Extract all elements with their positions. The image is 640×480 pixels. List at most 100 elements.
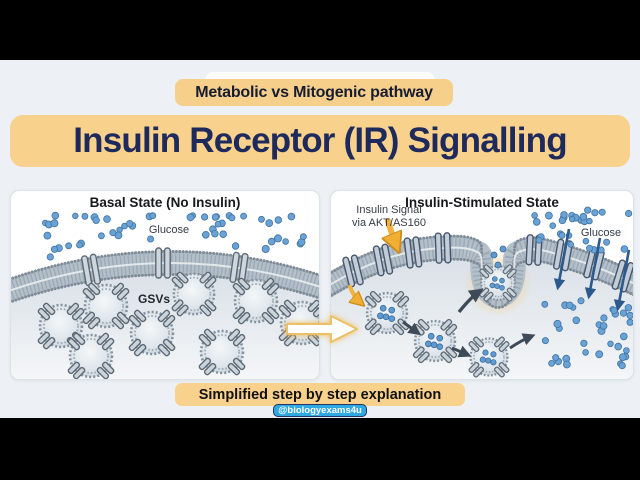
glucose-dot [50, 219, 59, 228]
glucose-dot [535, 236, 543, 244]
glucose-dot [231, 242, 240, 250]
glucose-dot [201, 213, 209, 221]
glucose-dot [618, 362, 626, 370]
glucose-dot [50, 245, 59, 253]
glucose-dot [591, 209, 599, 217]
glucose-dot [544, 211, 553, 220]
main-title-text: Insulin Receptor (IR) Signalling [73, 121, 567, 160]
panel-insulin-stimulated: Insulin-Stimulated State Insulin Signal … [330, 190, 634, 380]
kicker-text: Metabolic vs Mitogenic pathway [195, 83, 433, 101]
glucose-dot [282, 238, 289, 245]
glucose-dot [549, 222, 557, 230]
glucose-dot [580, 339, 588, 347]
glucose-dots-extracellular [531, 206, 633, 254]
basal-diagram: Basal State (No Insulin) Glucose GSVs [11, 195, 319, 379]
glucose-dot [81, 212, 89, 220]
glucose-dot [619, 332, 628, 341]
glucose-dot [623, 347, 630, 354]
glucose-dot [582, 349, 589, 356]
stimulated-diagram: Insulin-Stimulated State Insulin Signal … [331, 195, 633, 379]
glucose-dot [562, 360, 571, 369]
glucose-dot [258, 215, 265, 223]
glucose-dot [553, 319, 562, 328]
glucose-dot [619, 309, 628, 317]
insulin-signal-label-line2: via AKT/AS160 [352, 217, 426, 229]
glucose-dot [126, 219, 134, 228]
glucose-dot [541, 300, 549, 308]
glucose-dot [273, 234, 282, 243]
glucose-dot [267, 237, 276, 246]
glucose-dot [595, 350, 604, 359]
glucose-dot [65, 242, 72, 250]
glucose-dots-intracellular [541, 297, 633, 370]
glucose-dot [149, 212, 157, 220]
glucose-dot [261, 245, 270, 254]
glucose-dot [600, 314, 608, 322]
glucose-dot [265, 219, 274, 227]
glucose-dot [109, 229, 117, 237]
glucose-dot [620, 245, 629, 253]
letterbox-bottom [0, 418, 640, 480]
title-banner: Insulin Receptor (IR) Signalling [10, 115, 630, 167]
glucose-dot [76, 241, 83, 249]
glucose-dot [626, 318, 633, 326]
glucose-dot [299, 233, 307, 241]
glucose-dot [541, 337, 549, 345]
glucose-dot [586, 244, 594, 252]
glucose-influx-arrows [553, 228, 631, 312]
glucose-dot [577, 297, 585, 305]
glucose-label-right: Glucose [581, 227, 621, 239]
glucose-dot [72, 212, 79, 220]
glucose-dot [211, 230, 219, 238]
glucose-dot [211, 213, 220, 221]
glucose-dot [214, 220, 222, 228]
glucose-dot [579, 212, 588, 221]
stimulated-panel-title: Insulin-Stimulated State [405, 195, 559, 210]
glucose-dot [287, 212, 296, 221]
glucose-dot [46, 253, 54, 261]
glucose-dot [584, 206, 592, 214]
glucose-dot [598, 208, 606, 216]
glucose-dot [568, 215, 576, 223]
kicker-banner: Metabolic vs Mitogenic pathway [175, 79, 453, 106]
glucose-dot [98, 232, 105, 240]
glucose-dot [186, 213, 195, 222]
glucose-dot [92, 216, 100, 224]
glucose-dot [603, 238, 611, 246]
glucose-dot [599, 322, 608, 330]
glucose-label-left: Glucose [149, 224, 189, 236]
insulin-signal-label-line1: Insulin Signal [356, 204, 421, 216]
glucose-dot [567, 241, 574, 248]
glucose-dot [558, 231, 566, 239]
glucose-dot [202, 230, 210, 239]
letterbox-top [0, 0, 640, 60]
footer-banner: Simplified step by step explanation [175, 383, 465, 406]
glucose-dot [624, 209, 633, 218]
glucose-dot [548, 359, 556, 367]
glucose-dot [582, 237, 590, 245]
footer-banner-text: Simplified step by step explanation [198, 386, 442, 403]
glucose-dot [618, 353, 627, 362]
glucose-dot [586, 217, 593, 225]
channel-badge: @biologyexams4u [273, 404, 367, 417]
glucose-dot [614, 342, 623, 351]
glucose-dot [51, 211, 60, 220]
glucose-dots-pouch [490, 245, 507, 269]
insulin-signal-arrows [347, 218, 397, 303]
gsvs-label: GSVs [138, 292, 170, 306]
glucose-dot [274, 216, 282, 224]
glucose-dot [552, 354, 560, 362]
panel-basal-state: Basal State (No Insulin) Glucose GSVs [10, 190, 320, 380]
trafficking-arrows [402, 288, 536, 358]
glucose-dot [626, 311, 633, 319]
glucose-dot [228, 214, 236, 222]
transition-arrow-icon [286, 315, 358, 343]
glucose-dot [624, 304, 633, 312]
glucose-dot [103, 215, 111, 223]
thumbnail-canvas: Metabolic vs Mitogenic pathway Insulin R… [0, 60, 640, 418]
glucose-dot [43, 231, 52, 240]
glucose-dot [560, 211, 568, 219]
glucose-dot [607, 340, 614, 347]
channel-badge-text: @biologyexams4u [278, 405, 362, 416]
glucose-dot [610, 306, 618, 315]
